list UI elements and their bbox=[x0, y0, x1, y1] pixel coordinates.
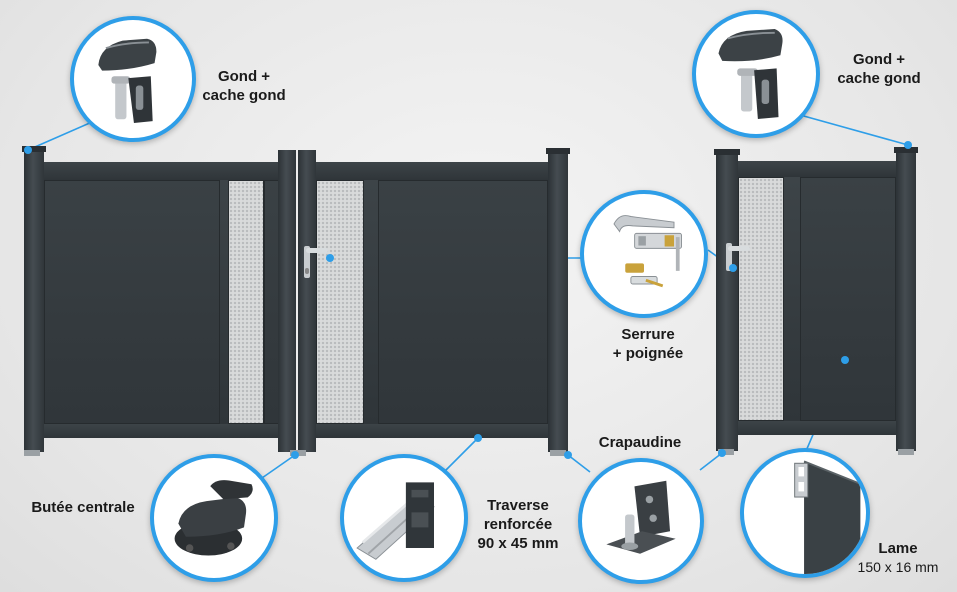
label-gond-left: Gond +cache gond bbox=[202, 68, 286, 104]
left-post-cap bbox=[22, 146, 46, 152]
hinge-cover-icon-right bbox=[718, 29, 783, 119]
double-gate bbox=[20, 140, 576, 460]
gate-foot-right bbox=[550, 450, 566, 456]
single-panel-large bbox=[800, 177, 896, 421]
single-stile bbox=[784, 177, 800, 421]
central-stop-icon bbox=[174, 480, 253, 556]
left-leaf-bottom-rail bbox=[44, 424, 296, 438]
label-butee: Butée centrale bbox=[31, 499, 135, 516]
hotspot-serrure bbox=[326, 254, 334, 262]
label-gond-right: Gond +cache gond bbox=[837, 51, 921, 87]
single-gate bbox=[714, 145, 922, 457]
right-post bbox=[548, 150, 568, 452]
single-foot-right bbox=[898, 449, 914, 455]
hinge-cover-icon bbox=[98, 38, 157, 124]
single-foot-left bbox=[718, 449, 734, 455]
left-post bbox=[24, 148, 44, 452]
single-top-rail bbox=[738, 161, 896, 177]
right-leaf-stile bbox=[364, 180, 378, 424]
single-handle bbox=[726, 243, 732, 271]
center-stile-left bbox=[278, 150, 296, 452]
pivot-base-icon bbox=[606, 480, 676, 554]
callout-butee bbox=[150, 454, 278, 582]
right-leaf-panel-large bbox=[378, 180, 548, 424]
hotspot-traverse bbox=[474, 434, 482, 442]
callout-gond-left bbox=[70, 16, 196, 142]
single-handle-lever bbox=[728, 246, 750, 251]
label-crapaudine: Crapaudine bbox=[598, 434, 682, 451]
gate-handle-lever bbox=[306, 248, 328, 253]
single-right-post bbox=[896, 149, 916, 451]
right-leaf-perforated-panel bbox=[316, 180, 364, 424]
left-leaf-perforated-panel bbox=[228, 180, 264, 424]
single-right-post-cap bbox=[894, 147, 918, 153]
single-left-post-cap bbox=[714, 149, 740, 155]
single-bottom-rail bbox=[738, 421, 896, 435]
hotspot-gond-left bbox=[24, 146, 32, 154]
single-perforated-panel bbox=[738, 177, 784, 421]
left-leaf-panel-large bbox=[44, 180, 220, 424]
left-leaf-top-rail bbox=[44, 162, 296, 180]
right-post-cap bbox=[546, 148, 570, 154]
hotspot-butee bbox=[291, 451, 299, 459]
lock-handle-icon bbox=[613, 215, 682, 288]
right-leaf-top-rail bbox=[316, 162, 548, 180]
callout-serrure bbox=[580, 190, 708, 318]
single-left-post bbox=[716, 151, 738, 451]
label-serrure: Serrure+ poignée bbox=[612, 326, 684, 362]
hotspot-gond-right bbox=[904, 141, 912, 149]
callout-lame bbox=[740, 448, 870, 578]
slat-profile-icon bbox=[794, 460, 861, 574]
hotspot-lame bbox=[841, 356, 849, 364]
right-leaf-bottom-rail bbox=[316, 424, 548, 438]
gate-foot-left bbox=[24, 450, 40, 456]
callout-crapaudine bbox=[578, 458, 704, 584]
center-stile-right bbox=[298, 150, 316, 452]
hotspot-crapaudine-left bbox=[564, 451, 572, 459]
lame-dimensions: 150 x 16 mm bbox=[857, 559, 939, 575]
gate-lock-cylinder bbox=[305, 268, 309, 274]
reinforced-rail-icon bbox=[356, 482, 435, 560]
left-leaf-stile bbox=[220, 180, 228, 424]
hotspot-crapaudine-right bbox=[718, 449, 726, 457]
callout-gond-right bbox=[692, 10, 820, 138]
gate-handle bbox=[304, 246, 310, 278]
hotspot-single-handle bbox=[729, 264, 737, 272]
callout-traverse bbox=[340, 454, 468, 582]
